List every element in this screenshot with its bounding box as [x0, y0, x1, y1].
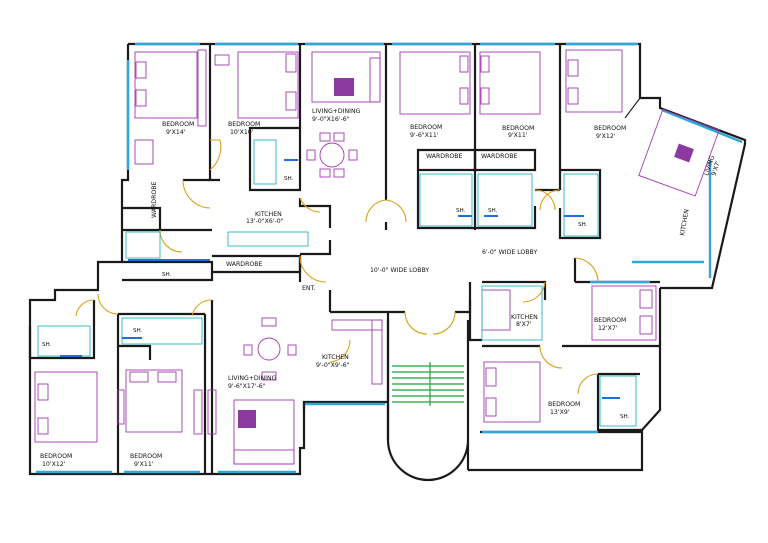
label-bedroom-a-name: BEDROOM	[162, 121, 194, 128]
label-bedroom-d-size: 9'X11'	[508, 132, 528, 139]
label-kitchen-c-size: 9'-0"X9'-6"	[316, 362, 350, 369]
label-wardrobe-d: WARDROBE	[481, 153, 517, 160]
label-shower-i: SH.	[620, 414, 630, 420]
label-lobby-left: 10'-0" WIDE LOBBY	[370, 267, 429, 274]
label-kitchen-c-name: KITCHEN	[322, 354, 349, 361]
label-bedroom-d-name: BEDROOM	[502, 125, 534, 132]
label-living-a-name: LIVING+DINING	[312, 108, 361, 115]
label-bedroom-i-size: 13'X9'	[550, 409, 570, 416]
label-bedroom-b-size: 10'X10'	[230, 129, 254, 136]
label-shower-d: SH.	[488, 208, 498, 214]
windows	[36, 42, 743, 474]
label-shower-b: SH.	[284, 176, 294, 182]
label-shower-hall: SH.	[162, 272, 172, 278]
label-bedroom-e-size: 9'X12'	[596, 133, 616, 140]
label-bedroom-e-name: BEDROOM	[594, 125, 626, 132]
label-kitchen-right: KITCHEN	[679, 208, 691, 236]
label-wardrobe-c: WARDROBE	[426, 153, 462, 160]
label-kitchen-b-size: 8'X7'	[516, 321, 532, 328]
label-lobby-right: 6'-0" WIDE LOBBY	[482, 249, 537, 256]
label-living-c-name: LIVING+DINING	[228, 375, 277, 382]
label-living-a-size: 9'-0"X16'-6"	[312, 116, 350, 123]
label-shower-g: SH.	[42, 342, 52, 348]
label-living-b-size: 9'X7'	[711, 160, 723, 177]
label-bedroom-g-size: 10'X12'	[42, 461, 66, 468]
label-bedroom-h-size: 9'X11'	[134, 461, 154, 468]
label-bedroom-f-size: 12'X7'	[598, 325, 618, 332]
label-bedroom-i-name: BEDROOM	[548, 401, 580, 408]
label-wardrobe-hall: WARDROBE	[226, 261, 262, 268]
label-bedroom-c-name: BEDROOM	[410, 124, 442, 131]
label-bedroom-h-name: BEDROOM	[130, 453, 162, 460]
label-bedroom-f-name: BEDROOM	[594, 317, 626, 324]
label-shower-c: SH.	[456, 208, 466, 214]
label-bedroom-b-name: BEDROOM	[228, 121, 260, 128]
doors	[75, 139, 599, 395]
fixtures	[37, 139, 637, 427]
label-shower-h: SH.	[133, 328, 143, 334]
label-shower-e: SH.	[578, 222, 588, 228]
interior-walls	[28, 44, 660, 474]
room-labels: BEDROOM 9'X14' BEDROOM 10'X10' LIVING+DI…	[40, 108, 723, 468]
label-kitchen-b-name: KITCHEN	[511, 314, 538, 321]
label-bedroom-g-name: BEDROOM	[40, 453, 72, 460]
label-wardrobe-side: WARDROBE	[151, 182, 158, 218]
label-bedroom-c-size: 9'-6"X11'	[410, 132, 439, 139]
label-kitchen-a-size: 13'-0"X6'-0"	[246, 218, 284, 225]
label-living-c-size: 9'-6"X17'-6"	[228, 383, 266, 390]
staircase	[392, 362, 464, 406]
label-entrance: ENT.	[302, 285, 316, 292]
label-bedroom-a-size: 9'X14'	[166, 129, 186, 136]
label-kitchen-a-name: KITCHEN	[255, 211, 282, 218]
furniture	[34, 49, 720, 465]
